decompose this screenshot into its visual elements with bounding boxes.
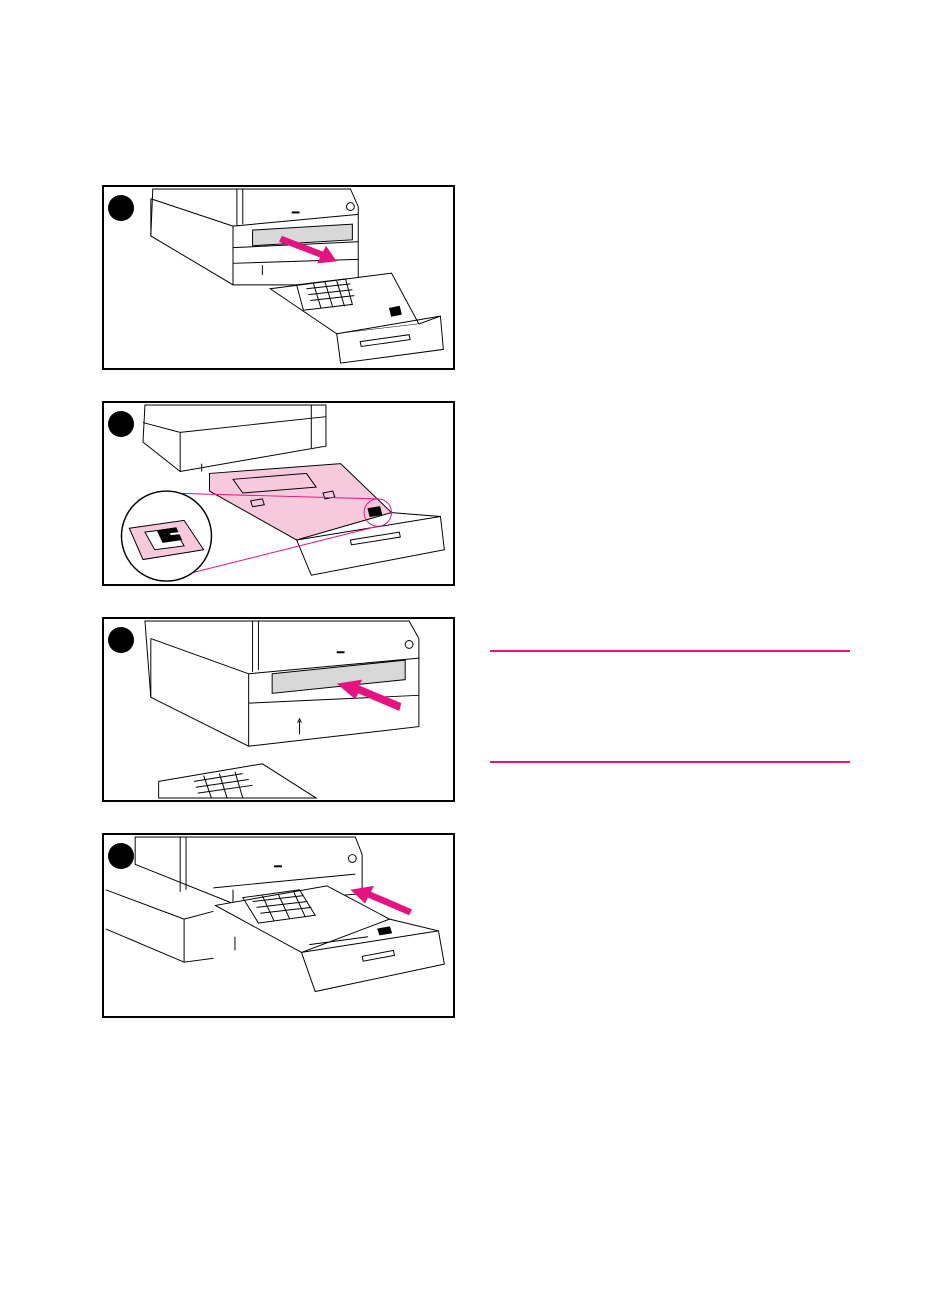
printer-illustration-2: [104, 403, 453, 584]
step-dot-icon: [108, 195, 134, 221]
step-dot-icon: [108, 411, 134, 437]
step-dot-icon: [108, 627, 134, 653]
step-2-panel: [102, 401, 455, 586]
printer-illustration-1: [104, 187, 453, 368]
step-dot-icon: [108, 843, 134, 869]
note-bottom-rule: [490, 761, 850, 763]
note-top-rule: [490, 650, 850, 652]
step-4-panel: [102, 833, 455, 1018]
step-1-panel: [102, 185, 455, 370]
step-3-panel: [102, 617, 455, 802]
printer-illustration-3: [104, 619, 453, 800]
printer-illustration-4: [104, 835, 453, 1016]
